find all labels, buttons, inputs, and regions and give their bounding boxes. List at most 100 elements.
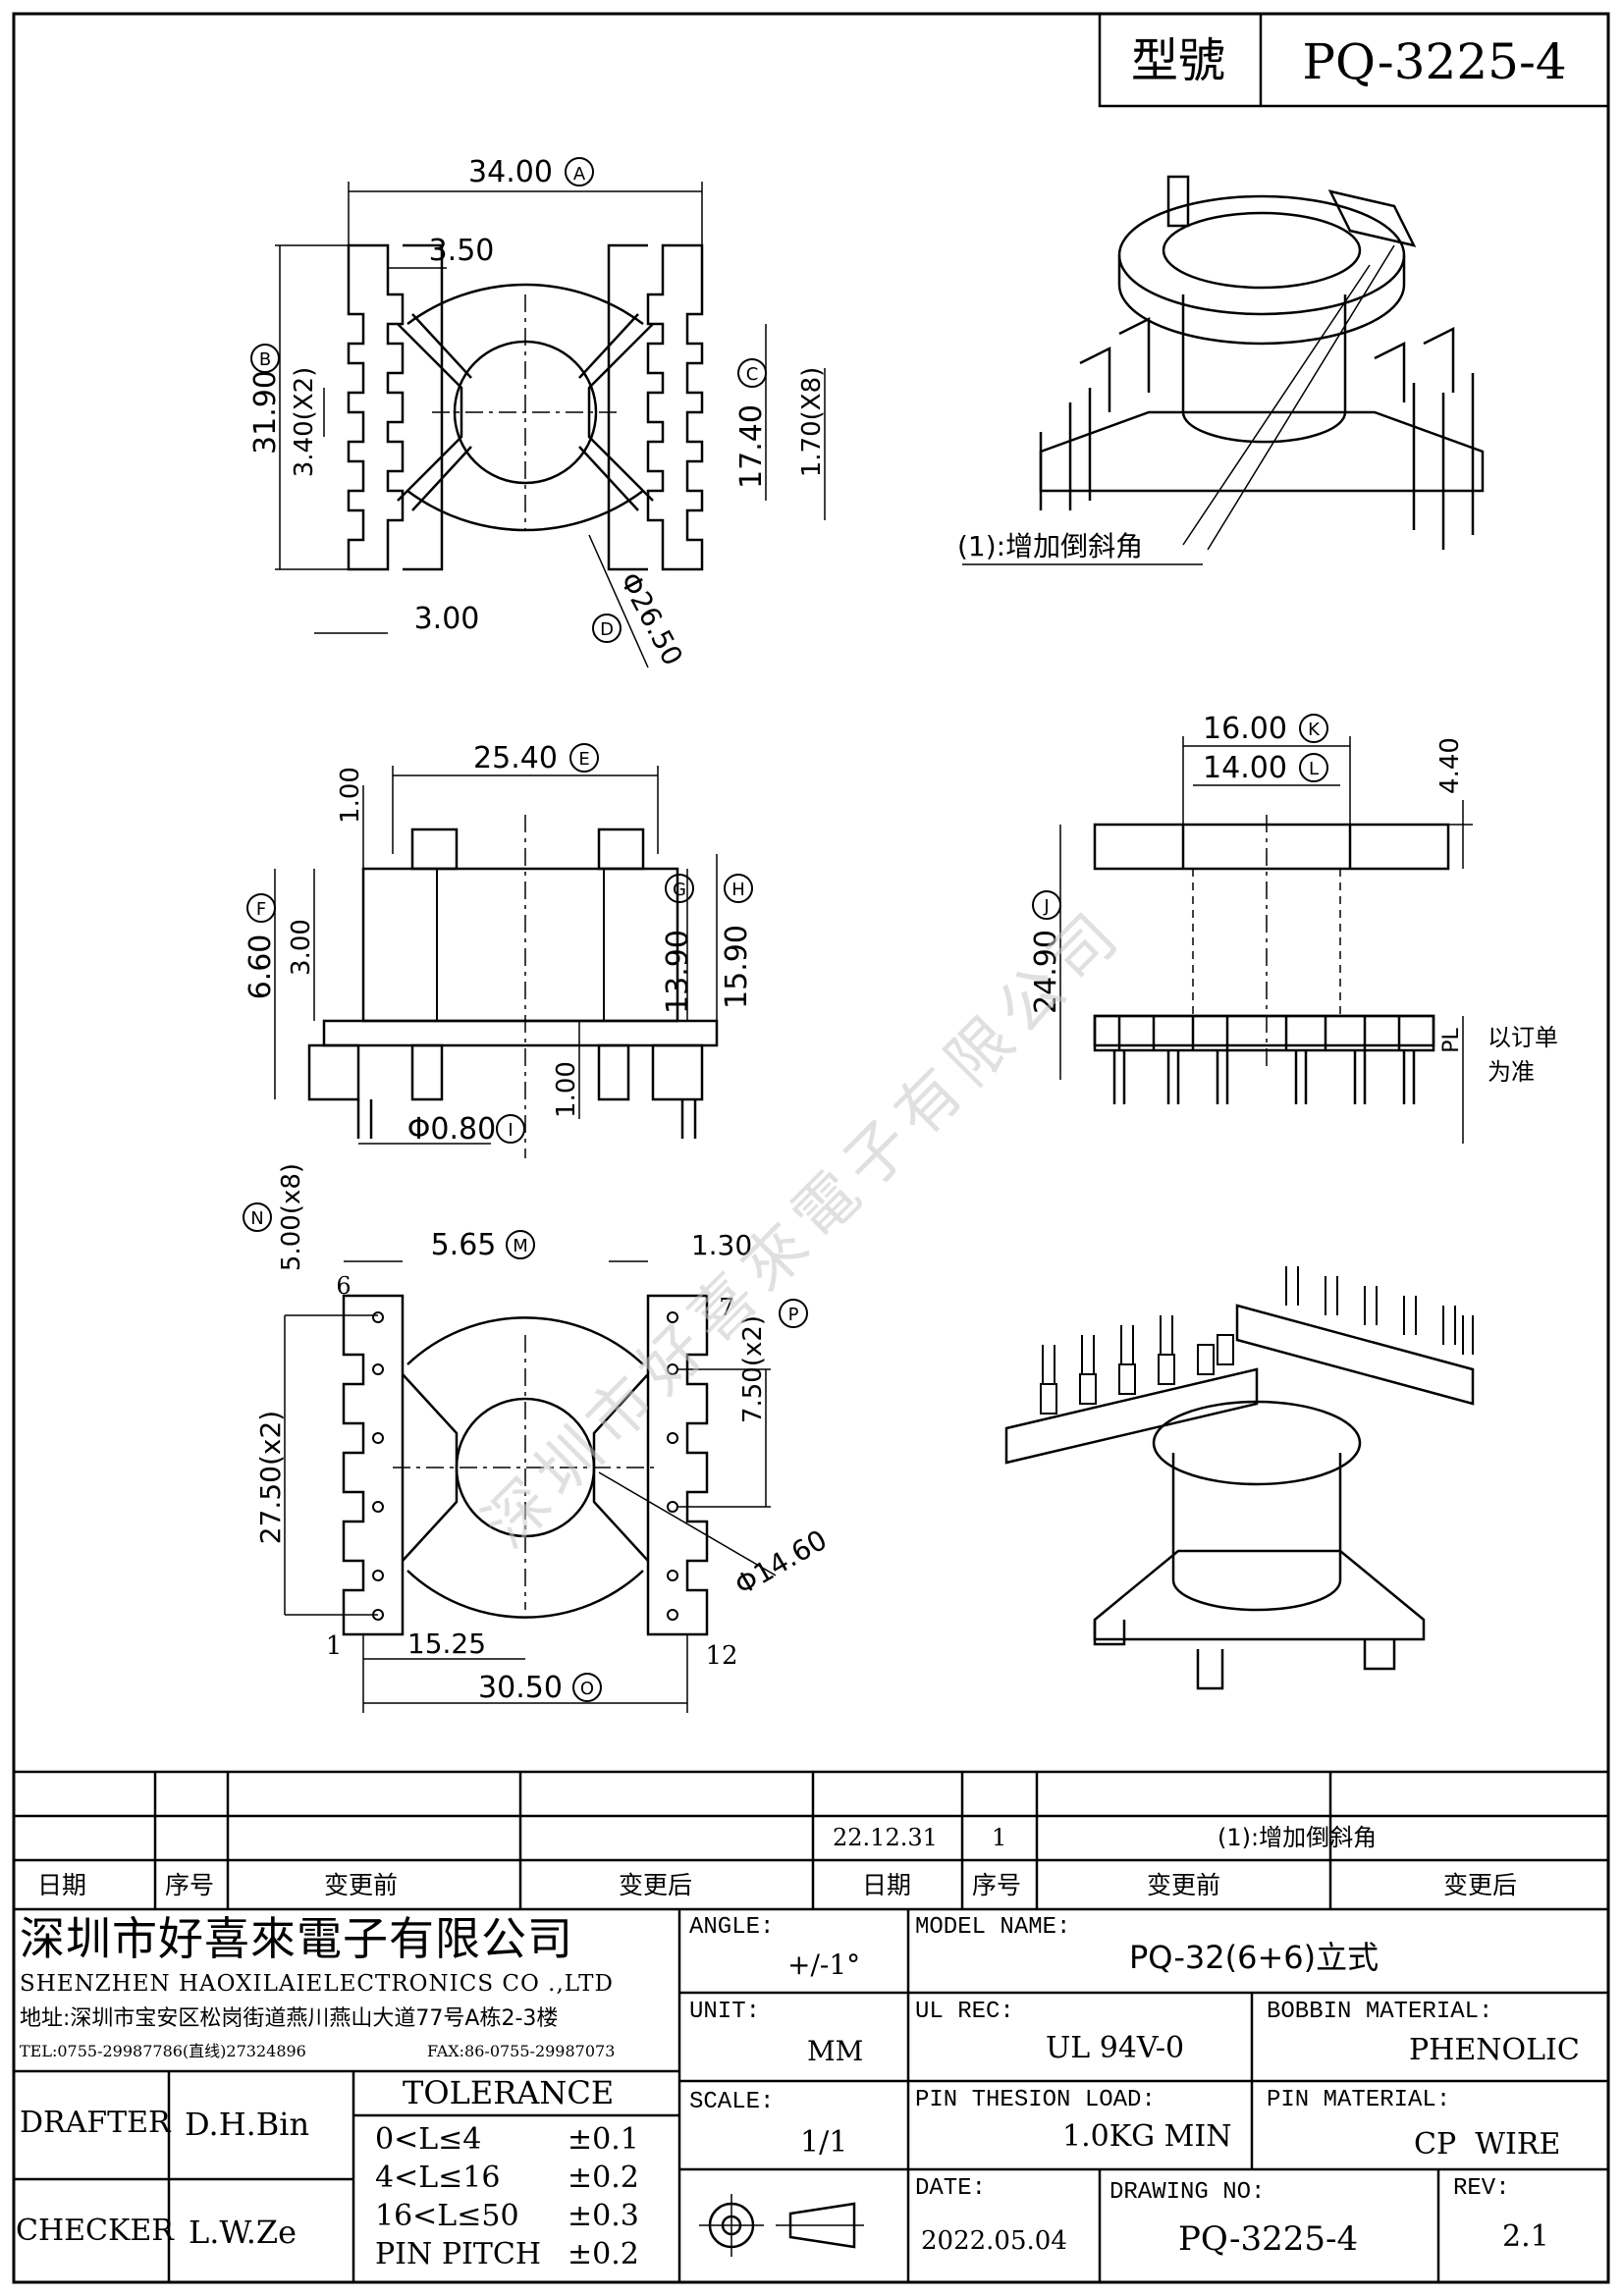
tolerance-range-3: PIN PITCH (375, 2237, 541, 2271)
dim-30-50: 30.50 (478, 1671, 563, 1705)
rev-row-date: 22.12.31 (833, 1824, 938, 1851)
dim-34-00: 34.00 (468, 155, 553, 189)
circle-e: E (578, 749, 589, 770)
dim-24-90: 24.90 (1029, 930, 1063, 1014)
bobbin-material-label: BOBBIN MATERIAL: (1267, 1999, 1493, 2025)
checker-value: L.W.Ze (189, 2214, 298, 2251)
circle-b: B (259, 349, 271, 370)
front-view (274, 766, 719, 1158)
circle-m: M (513, 1236, 528, 1256)
circle-n: N (250, 1208, 263, 1229)
rev-row-desc: (1):增加倒斜角 (1217, 1824, 1378, 1851)
circle-i: I (508, 1120, 513, 1141)
header-label: 型號 (1131, 33, 1225, 88)
dim-pin-diameter: Φ0.80 (407, 1112, 496, 1147)
pin-load-value: 1.0KG MIN (1062, 2119, 1232, 2154)
dim-17-40: 17.40 (734, 404, 769, 489)
rev-header-after-2: 变更后 (1443, 1871, 1518, 1899)
drafter-value: D.H.Bin (185, 2106, 310, 2143)
ul-rec-label: UL REC: (915, 1999, 1014, 2025)
iso-view-top (962, 175, 1485, 565)
pin-6-label: 6 (336, 1272, 351, 1300)
date-label: DATE: (915, 2175, 987, 2202)
bobbin-material-value: PHENOLIC (1409, 2033, 1580, 2067)
circle-l: L (1309, 759, 1319, 779)
dim-15-90: 15.90 (720, 925, 754, 1009)
dim-7-50: 7.50(x2) (738, 1315, 768, 1423)
company-name-cn: 深圳市好喜來電子有限公司 (20, 1912, 573, 1965)
dim-27-50: 27.50(x2) (254, 1411, 287, 1544)
angle-label: ANGLE: (689, 1914, 775, 1941)
tolerance-label: TOLERANCE (403, 2074, 615, 2111)
tolerance-value-2: ±0.3 (568, 2199, 639, 2233)
dim-pl: PL (1439, 1027, 1464, 1052)
dim-3-00-front: 3.00 (287, 919, 316, 976)
side-note-line2: 为准 (1488, 1058, 1535, 1086)
dim-3-50: 3.50 (429, 234, 495, 268)
dim-14-00: 14.00 (1203, 751, 1287, 785)
circle-o: O (580, 1679, 594, 1699)
side-note-line1: 以订单 (1488, 1024, 1558, 1051)
header-box: 型號 PQ-3225-4 (1098, 12, 1610, 108)
front-view-dims: 25.40 E 1.00 6.60 F 3.00 13.90 G 15.90 H… (243, 741, 754, 1147)
rev-header-date-1: 日期 (37, 1871, 87, 1899)
rev-header-no-1: 序号 (165, 1871, 215, 1899)
drawing-no-label: DRAWING NO: (1109, 2179, 1266, 2206)
rev-header-before-2: 变更前 (1147, 1871, 1221, 1899)
side-view-dims: 16.00 K 14.00 L 4.40 24.90 J PL 以订单 为准 (1029, 712, 1558, 1086)
model-name-label: MODEL NAME: (915, 1914, 1071, 1941)
dim-3-40: 3.40(X2) (290, 367, 319, 478)
date-value: 2022.05.04 (921, 2226, 1067, 2256)
dim-1-00-bottom: 1.00 (552, 1061, 581, 1118)
rev-label: REV: (1453, 2175, 1510, 2202)
company-tel: TEL:0755-29987786(直线)27324896 (20, 2042, 306, 2060)
tolerance-range-1: 4<L≤16 (375, 2161, 501, 2195)
drafter-label: DRAFTER (20, 2106, 171, 2140)
scale-label: SCALE: (689, 2089, 775, 2115)
circle-g: G (673, 880, 686, 900)
pin-load-label: PIN THESION LOAD: (915, 2087, 1156, 2113)
circle-j: J (1043, 896, 1049, 917)
tolerance-value-1: ±0.2 (568, 2161, 639, 2195)
dim-1-00-top: 1.00 (336, 767, 365, 824)
rev-header-after-1: 变更后 (619, 1871, 693, 1899)
iso-view-bottom (1004, 1266, 1475, 1690)
checker-label: CHECKER (16, 2214, 174, 2248)
dim-13-90: 13.90 (661, 930, 695, 1014)
rev-header-date-2: 日期 (862, 1871, 912, 1899)
angle-value: +/-1° (787, 1949, 861, 1981)
tolerance-range-2: 16<L≤50 (375, 2199, 519, 2233)
rev-header-no-2: 序号 (972, 1871, 1022, 1899)
pin-7-label: 7 (719, 1294, 733, 1321)
top-view (275, 182, 826, 668)
dim-3-00: 3.00 (414, 602, 480, 636)
dim-31-90: 31.90 (248, 370, 283, 454)
tolerance-value-0: ±0.1 (568, 2122, 639, 2157)
dim-16-00: 16.00 (1203, 712, 1287, 746)
drawing-no-value: PQ-3225-4 (1178, 2219, 1359, 2259)
circle-f: F (256, 899, 266, 920)
dim-4-40: 4.40 (1435, 737, 1465, 794)
tolerance-range-0: 0<L≤4 (375, 2122, 482, 2157)
circle-h: H (731, 880, 745, 900)
dim-1-30: 1.30 (691, 1229, 752, 1261)
scale-value: 1/1 (800, 2125, 848, 2160)
rev-header-before-1: 变更前 (324, 1871, 399, 1899)
circle-k: K (1308, 720, 1321, 740)
pin-material-value: CP WIRE (1414, 2127, 1561, 2162)
dim-25-40: 25.40 (473, 741, 558, 775)
rev-row-no: 1 (992, 1824, 1007, 1851)
dim-5-00: 5.00(x8) (277, 1163, 306, 1271)
company-address: 地址:深圳市宝安区松岗街道燕川燕山大道77号A栋2-3楼 (20, 2006, 559, 2031)
company-fax: FAX:86-0755-29987073 (427, 2042, 616, 2060)
unit-value: MM (807, 2035, 864, 2067)
pin-1-label: 1 (326, 1631, 343, 1661)
circle-c: C (746, 364, 759, 385)
ul-rec-value: UL 94V-0 (1046, 2031, 1185, 2065)
circle-d: D (600, 619, 614, 640)
company-name-en: SHENZHEN HAOXILAIELECTRONICS CO .,LTD (20, 1971, 614, 1997)
top-view-note: (1):增加倒斜角 (957, 530, 1143, 562)
pin-12-label: 12 (705, 1641, 737, 1671)
